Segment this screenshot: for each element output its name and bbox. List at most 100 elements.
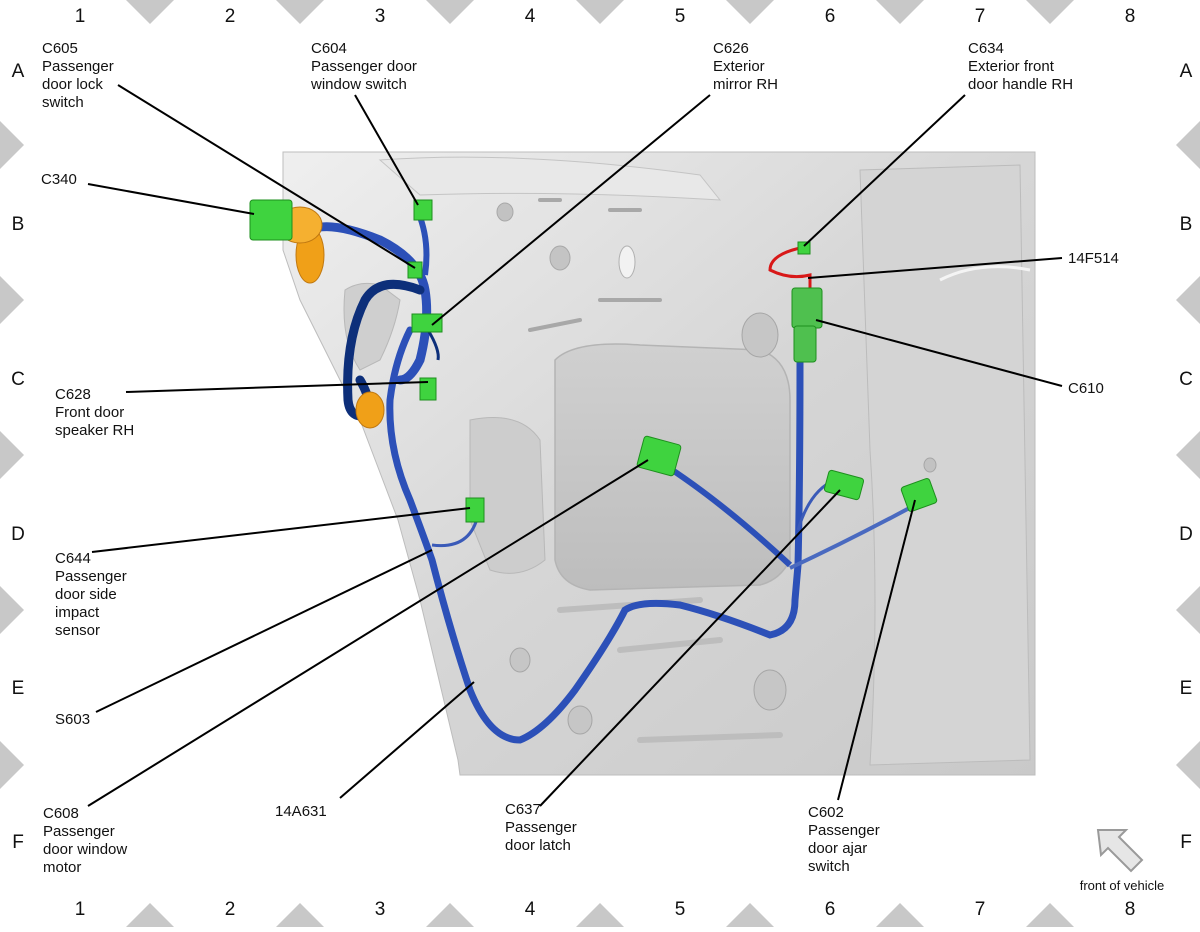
callout-c628-line: Front door bbox=[55, 404, 124, 421]
grid-row-left-label: C bbox=[11, 369, 25, 390]
border-notch bbox=[1176, 121, 1200, 169]
grid-column-top-label: 1 bbox=[75, 6, 86, 27]
grid-row-left-label: A bbox=[12, 61, 25, 82]
grid-row-left-label: B bbox=[12, 214, 25, 235]
leader-c644 bbox=[91, 507, 471, 553]
border-notch bbox=[0, 586, 24, 634]
leader-c604 bbox=[354, 94, 419, 206]
callout-c626-line: C626 bbox=[713, 40, 749, 57]
leader-s603 bbox=[95, 549, 433, 713]
callout-14f514-line: 14F514 bbox=[1068, 250, 1119, 267]
grid-row-right-label: F bbox=[1180, 832, 1192, 853]
border-notch bbox=[426, 903, 474, 927]
border-notch bbox=[276, 903, 324, 927]
callout-c637-line: door latch bbox=[505, 837, 571, 854]
border-notch bbox=[1026, 903, 1074, 927]
grid-row-right-label: A bbox=[1180, 61, 1193, 82]
callout-c608-line: C608 bbox=[43, 805, 79, 822]
c602-connector bbox=[900, 477, 938, 513]
grid-row-left-label: E bbox=[12, 678, 25, 699]
callout-c628-line: speaker RH bbox=[55, 422, 134, 439]
grid-column-top-label: 2 bbox=[225, 6, 236, 27]
c626-connector bbox=[411, 313, 443, 333]
grid-column-bottom-label: 6 bbox=[825, 899, 836, 920]
leader-c637 bbox=[539, 489, 841, 807]
callout-c608-line: door window bbox=[43, 841, 127, 858]
border-notch bbox=[276, 0, 324, 24]
c628-speaker-grommet bbox=[355, 391, 385, 429]
border-notch bbox=[0, 431, 24, 479]
orientation-indicator: front of vehicle bbox=[1080, 829, 1165, 893]
grid-column-bottom-label: 7 bbox=[975, 899, 986, 920]
border-notch bbox=[126, 903, 174, 927]
callout-c644-line: C644 bbox=[55, 550, 91, 567]
c608-connector bbox=[636, 435, 682, 477]
border-notch bbox=[576, 903, 624, 927]
border-notch bbox=[0, 276, 24, 324]
border-notch bbox=[876, 0, 924, 24]
grid-column-bottom-label: 3 bbox=[375, 899, 386, 920]
c637-connector bbox=[823, 469, 865, 501]
grid-column-bottom-label: 8 bbox=[1125, 899, 1136, 920]
callout-c608-line: Passenger bbox=[43, 823, 115, 840]
grid-column-top-label: 4 bbox=[525, 6, 536, 27]
leader-lines bbox=[87, 84, 1063, 807]
border-notch bbox=[726, 903, 774, 927]
border-notch bbox=[1176, 741, 1200, 789]
callout-c605-line: Passenger bbox=[42, 58, 114, 75]
grid-column-bottom-label: 5 bbox=[675, 899, 686, 920]
connectors bbox=[249, 199, 938, 523]
callout-c605-line: door lock bbox=[42, 76, 103, 93]
callout-c604-line: Passenger door bbox=[311, 58, 417, 75]
grid-column-top-label: 5 bbox=[675, 6, 686, 27]
border-notch bbox=[1176, 431, 1200, 479]
callout-14a631: 14A631 bbox=[275, 803, 327, 820]
grid-column-bottom-label: 1 bbox=[75, 899, 86, 920]
callout-c644-line: Passenger bbox=[55, 568, 127, 585]
c340-connector bbox=[249, 199, 325, 284]
c634-connector bbox=[797, 241, 811, 255]
callout-c644-line: door side bbox=[55, 586, 117, 603]
callout-c634-line: C634 bbox=[968, 40, 1004, 57]
grid-row-right-label: B bbox=[1180, 214, 1193, 235]
callout-c634-line: Exterior front bbox=[968, 58, 1055, 75]
border-notch bbox=[0, 741, 24, 789]
border-notch bbox=[726, 0, 774, 24]
callout-14f514: 14F514 bbox=[1068, 250, 1119, 267]
callout-c602-line: Passenger bbox=[808, 822, 880, 839]
leader-14f514 bbox=[807, 257, 1063, 279]
callout-s603: S603 bbox=[55, 711, 90, 728]
border-notch bbox=[126, 0, 174, 24]
leader-c608 bbox=[87, 459, 649, 807]
callout-c628-line: C628 bbox=[55, 386, 91, 403]
leader-c610 bbox=[815, 319, 1063, 387]
callout-c604-line: window switch bbox=[310, 76, 407, 93]
border-notch bbox=[576, 0, 624, 24]
c604-connector bbox=[413, 199, 433, 221]
callout-c605-line: C605 bbox=[42, 40, 78, 57]
border-notch bbox=[876, 903, 924, 927]
callout-c644-line: impact bbox=[55, 604, 100, 621]
c610-connector bbox=[791, 287, 823, 363]
callout-c637-line: Passenger bbox=[505, 819, 577, 836]
callout-c602-line: door ajar bbox=[808, 840, 867, 857]
border-notch bbox=[1176, 276, 1200, 324]
callout-c602-line: C602 bbox=[808, 804, 844, 821]
callout-c626-line: Exterior bbox=[713, 58, 765, 75]
callout-c644-line: sensor bbox=[55, 622, 100, 639]
callout-c340-line: C340 bbox=[41, 171, 77, 188]
orientation-label: front of vehicle bbox=[1080, 878, 1165, 893]
grid-row-right-label: C bbox=[1179, 369, 1193, 390]
callout-c610: C610 bbox=[1068, 380, 1104, 397]
callout-c340: C340 bbox=[41, 171, 77, 188]
grid-column-bottom-label: 4 bbox=[525, 899, 536, 920]
